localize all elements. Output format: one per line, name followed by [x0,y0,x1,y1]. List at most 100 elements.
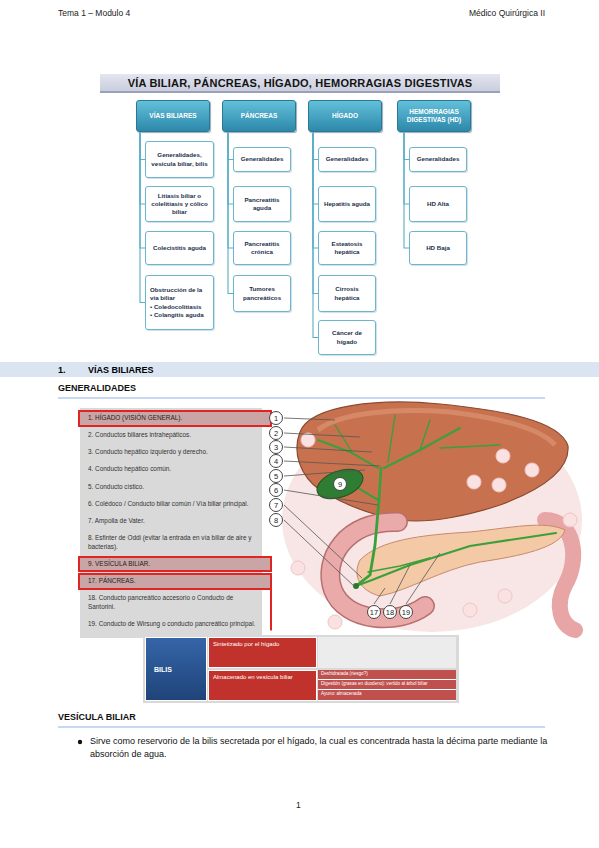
subtopic-box: Esteatosis hepática [318,231,376,265]
figure-line [284,505,362,578]
figure-line [284,418,335,420]
callout-number: 5 [269,469,283,483]
subtopic-box: Tumores pancreáticos [233,275,291,312]
figure-line [284,433,360,437]
figure-circle [463,603,477,617]
topic-header: PÁNCREAS [222,100,296,132]
callout-number: 17 [367,605,381,619]
node-text: HD Baja [426,244,450,252]
subtopic-box: Pancreatitis crónica [233,231,291,265]
node-text: Generalidades, vesícula biliar, bilis [150,151,209,167]
bullet-dot [78,740,82,744]
figure-g [318,415,556,586]
title-banner: VÍA BILIAR, PÁNCREAS, HÍGADO, HEMORRAGIA… [100,74,500,93]
figure-circle [291,561,305,575]
figure-path [335,425,352,452]
figure-path [440,445,500,448]
node-text: Deshidratada (riesgo?) [321,671,453,678]
bilis-detail-box: Ayuno: almacenada [318,690,456,701]
node-text: 9. VESÍCULA BILIAR. [80,558,270,571]
callout-number: 19 [399,605,413,619]
page-number: 1 [296,800,301,810]
node-text: Generalidades [417,155,460,163]
figure-line [406,553,440,604]
bilis-box: BILIS [145,637,207,701]
figure-line [284,520,356,588]
node-text: • Coledocolitiasis [150,303,201,311]
callout-number: 2 [269,426,283,440]
subtopic-box: HD Baja [409,231,467,265]
node-text: Generalidades [326,155,369,163]
figure-path [420,420,430,450]
subtopic-box: Generalidades, vesícula biliar, bilis [145,141,214,178]
topic-header: HÍGADO [308,100,382,132]
page-header: Tema 1 – Modulo 4 [58,8,130,18]
subtopic-box: Generalidades [318,147,376,172]
figure-circle [328,615,342,629]
subtopic-box: Colecistitis aguda [145,231,214,265]
callout-number: 3 [269,440,283,454]
node-text: 3. Conducto hepático izquierdo y derecho… [88,446,262,459]
figure-g [291,433,577,629]
page-header: Médico Quirúrgica II [469,8,545,18]
figure-path [357,525,565,596]
callout-number: 4 [269,454,283,468]
subtopic-box: Litiasis biliar o colelitiasis y cólico … [145,186,214,222]
node-text: 5. Conducto cístico. [88,481,262,494]
callout-number: 8 [269,513,283,527]
node-text: HD Alta [427,200,449,208]
figure-path [356,500,379,586]
figure-path [318,440,378,468]
node-text: 8. Esfinter de Oddi (evitar la entrada e… [88,532,262,553]
node-text: Colecistitis aguda [153,244,206,252]
node-text: 4. Conducto hepático común. [88,463,262,476]
callout-number: 7 [269,498,283,512]
node-text: 6. Colédoco / Conducto biliar común / Ví… [88,498,262,511]
figure-line [374,588,385,604]
figure-circle [563,513,577,527]
anatomy-figure [282,402,582,632]
node-text: Litiasis biliar o colelitiasis y cólico … [150,192,209,216]
node-text: BILIS [154,666,172,673]
callout-number: 6 [269,483,283,497]
figure-rect [143,635,459,703]
figure-path [368,558,430,572]
bilis-fact-box: Almacenado en vesícula biliar [208,670,317,701]
node-text: 1. HÍGADO (VISIÓN GENERAL). [80,412,270,425]
topic-header: VÍAS BILIARES [136,100,210,132]
subtopic-box: Pancreatitis aguda [233,186,291,222]
node-text: Hepatitis aguda [324,200,370,208]
figure-line [284,470,365,476]
node-text: Digestión (grasas en duodeno): vertido a… [321,681,453,688]
node-text: • Colangitis aguda [150,311,204,319]
node-text: Almacenado en vesícula biliar [213,674,312,682]
node-text: Obstrucción de la vía biliar [150,286,209,302]
figure-line [284,447,372,452]
figure-line [58,727,545,728]
subtopic-box: Generalidades [233,147,291,172]
node-text: Cirrosis hepática [323,285,371,301]
callout-number: 1 [269,411,283,425]
topic-header: HEMORRAGIAS DIGESTIVAS (HD) [397,100,471,132]
figure-circle [467,475,481,489]
node-text: Ayuno: almacenada [321,691,453,698]
figure-ellipse [313,464,367,505]
node-text: 18. Conducto pancreático accesorio o Con… [88,592,262,613]
node-text: HEMORRAGIAS DIGESTIVAS (HD) [401,108,467,125]
node-text: 1. [58,365,88,375]
section-heading: VESÍCULA BILIAR [58,712,136,722]
highlight-frame [270,588,272,631]
figure-circle [301,433,315,447]
figure-line [284,490,378,505]
subtopic-box: Generalidades [409,147,467,172]
node-text: 19. Conducto de Wirsung o conducto pancr… [88,618,262,631]
node-text: PÁNCREAS [241,112,277,120]
subtopic-box: Cirrosis hepática [318,275,376,312]
figure-path [356,533,556,586]
callout-number: 18 [383,605,397,619]
bilis-table-ground [143,635,459,703]
figure-line [58,398,545,399]
subtopic-box: Hepatitis aguda [318,186,376,222]
node-text: Pancreatitis aguda [238,196,286,212]
figure-circle [525,463,539,477]
